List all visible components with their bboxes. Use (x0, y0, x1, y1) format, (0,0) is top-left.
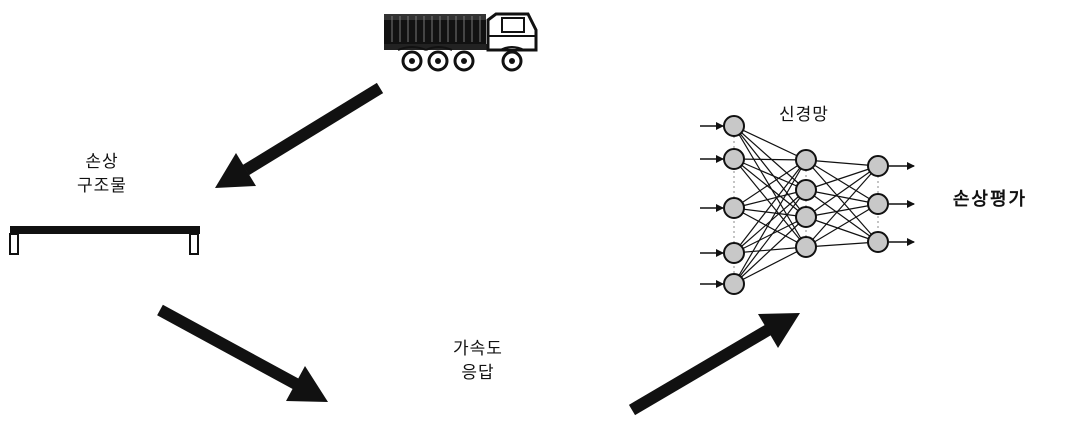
input-node (724, 198, 744, 218)
beam-icon (10, 226, 200, 254)
hidden-node (796, 207, 816, 227)
arrow-structure-to-response (160, 310, 328, 402)
input-node (724, 116, 744, 136)
input-node (724, 274, 744, 294)
hidden-node (796, 237, 816, 257)
arrow-response-to-network (632, 313, 800, 410)
output-node (868, 232, 888, 252)
output-node (868, 194, 888, 214)
neural-network-icon (700, 116, 914, 294)
hidden-node (796, 180, 816, 200)
output-node (868, 156, 888, 176)
input-node (724, 243, 744, 263)
arrow-truck-to-structure (215, 88, 380, 188)
input-node (724, 149, 744, 169)
dump-truck-icon (384, 14, 536, 70)
hidden-node (796, 150, 816, 170)
